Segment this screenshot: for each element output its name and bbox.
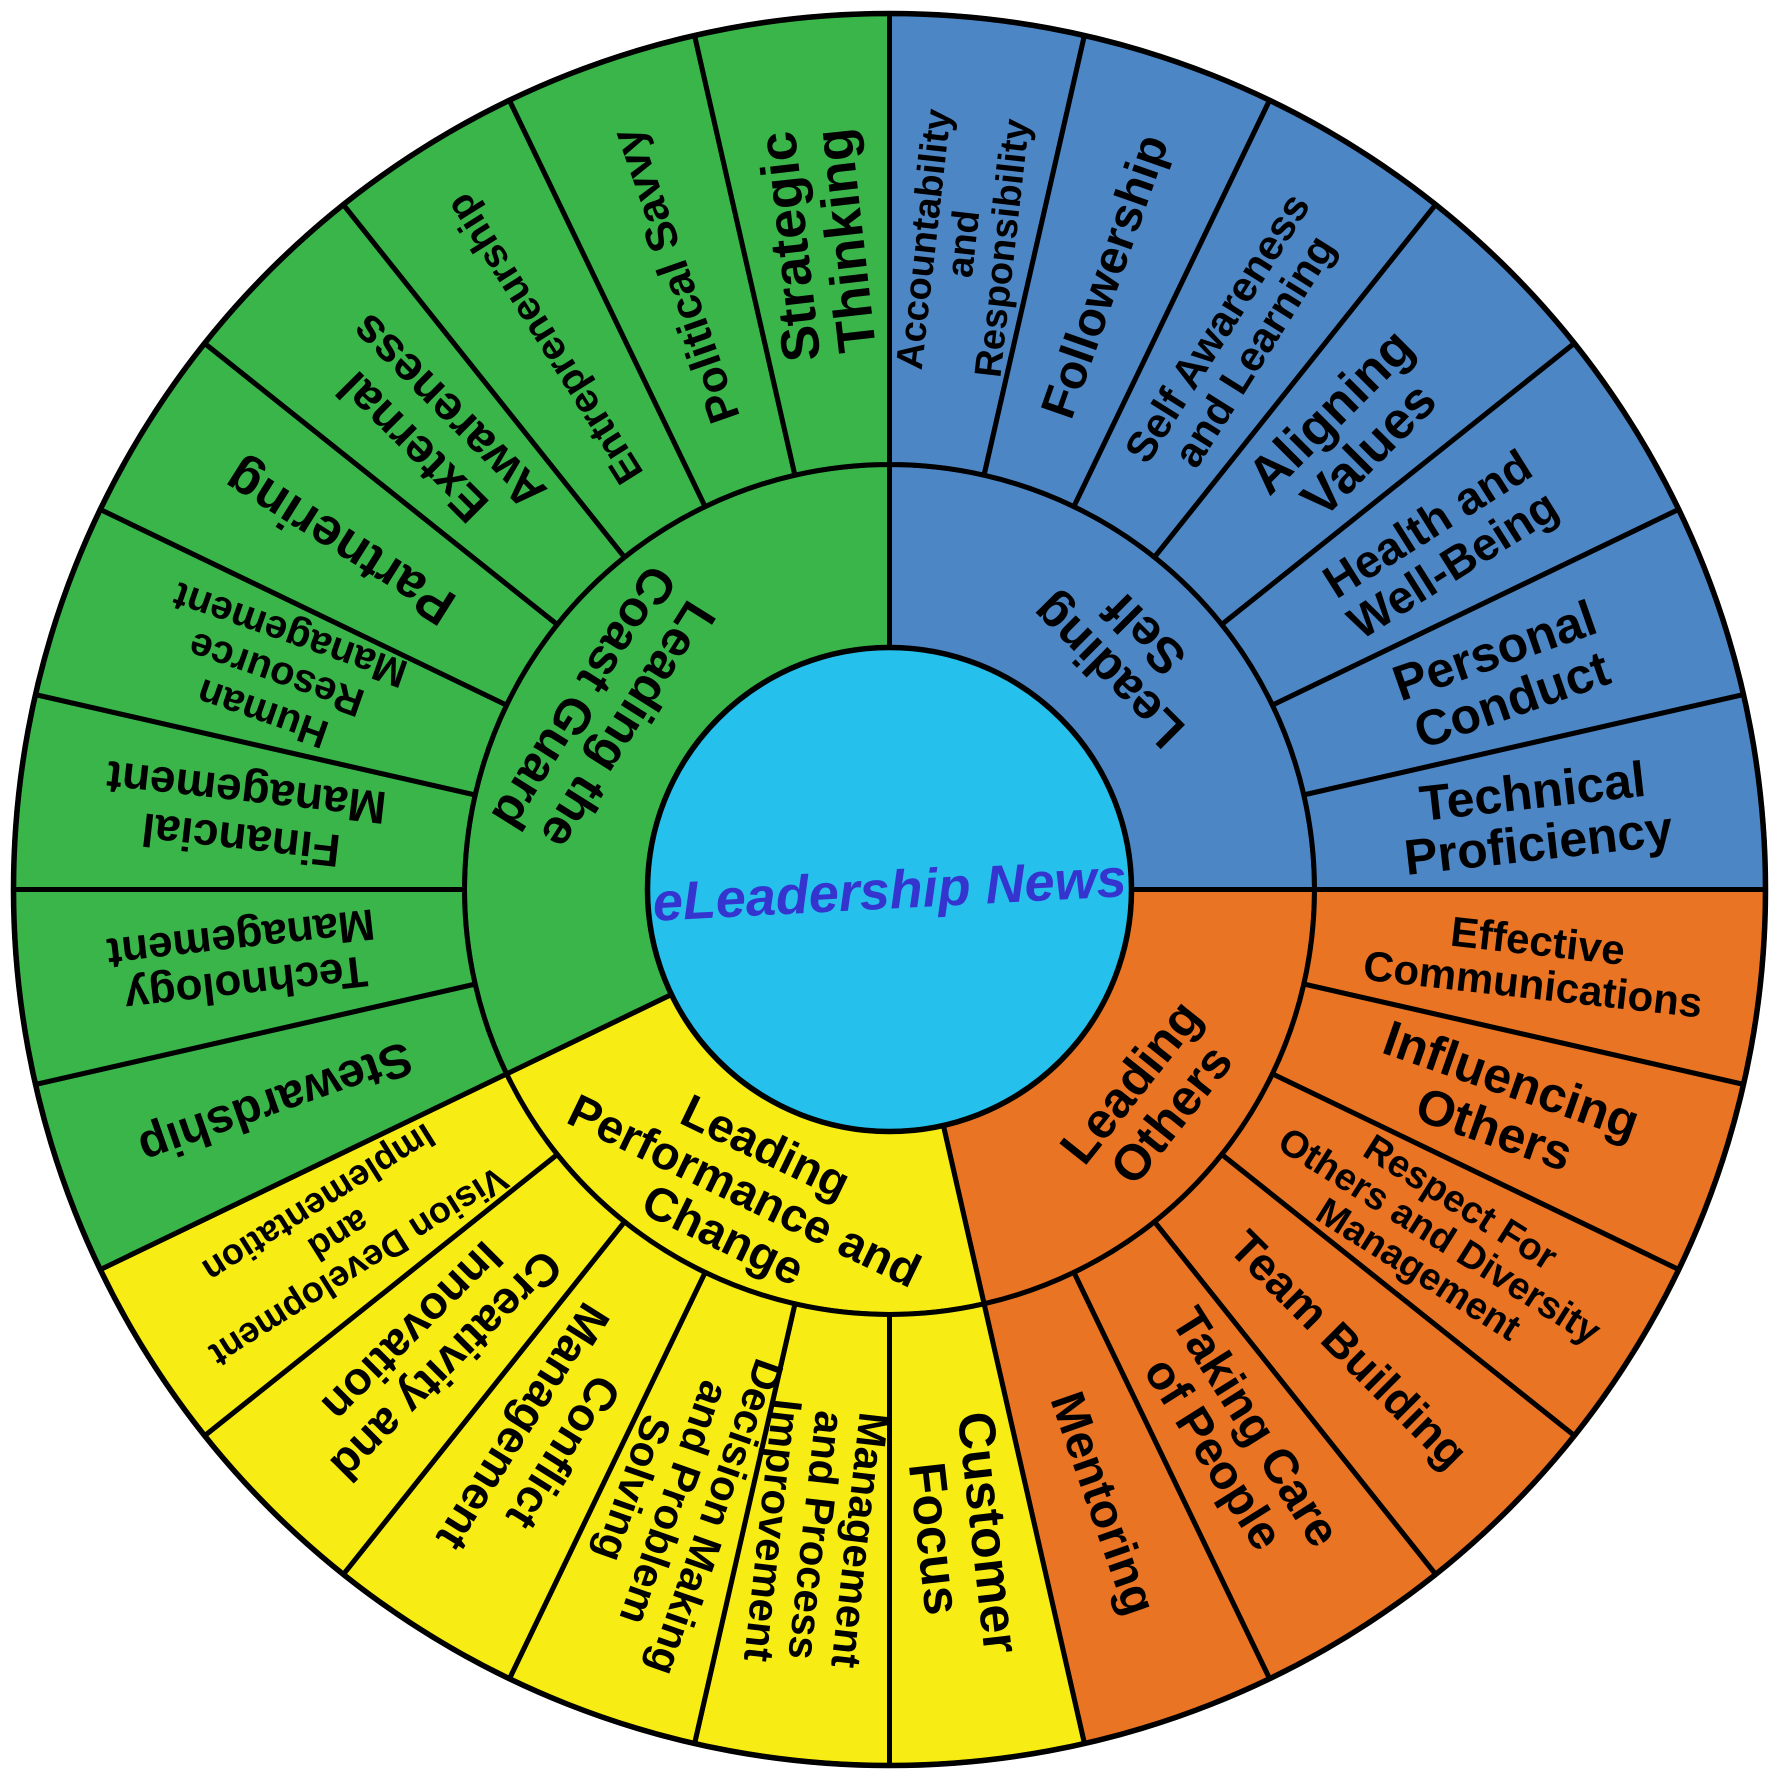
center-circle: [644, 644, 1135, 1135]
segment-label-accountability-and-responsibility: AccountabilityandResponsibility: [889, 107, 1039, 381]
outer-rim: [10, 10, 1769, 1769]
wheel-sectors: [10, 10, 1769, 1769]
